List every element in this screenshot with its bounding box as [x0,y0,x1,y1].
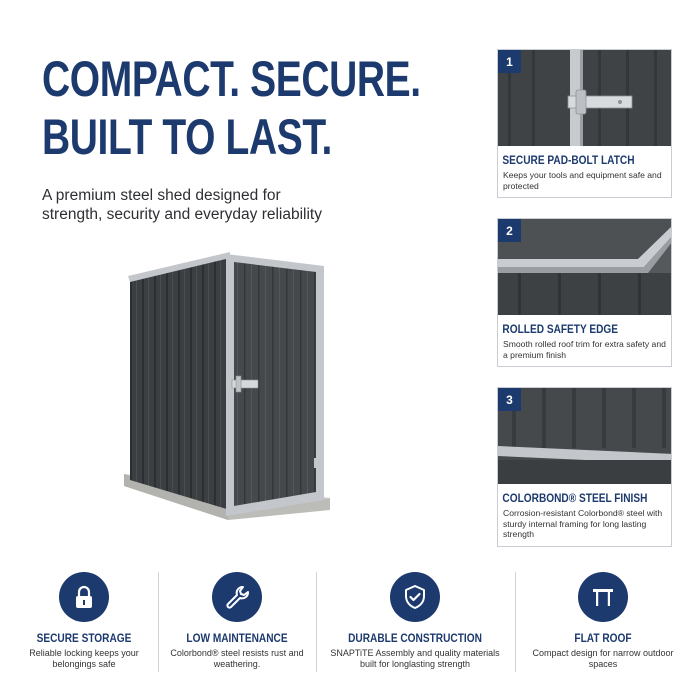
pad-bolt-latch-photo: 1 [498,50,671,146]
feature-description: SNAPTiTE Assembly and quality materials … [330,648,500,669]
feature-title: Durable Construction [348,633,482,645]
card-number-badge: 2 [498,219,521,242]
feature-flat-roof: Flat Roof Compact design for narrow outd… [528,572,678,669]
card-number-badge: 1 [498,50,521,73]
feature-card-2: 2 Rolled Safety Edge Smooth rolled roof … [497,218,672,367]
subheadline: A premium steel shed designed for streng… [42,186,462,224]
feature-description: Reliable locking keeps your belongings s… [29,648,139,669]
steel-panel-photo: 3 [498,388,671,484]
feature-card-1: 1 Secure Pad-Bolt Latch Keeps your tools… [497,49,672,198]
card-number-badge: 3 [498,388,521,411]
card-description: Smooth rolled roof trim for extra safety… [503,339,666,360]
feature-divider [515,572,516,672]
feature-low-maintenance: Low Maintenance Colorbond® steel resists… [166,572,308,669]
card-title: Colorbond® Steel Finish [502,493,648,505]
wrench-icon [212,572,262,622]
shed-image [118,248,338,548]
feature-description: Compact design for narrow outdoor spaces [532,648,674,669]
feature-title: Low Maintenance [186,633,288,645]
headline-line-2: BUILT TO LAST. [42,109,332,165]
feature-durable-construction: Durable Construction SNAPTiTE Assembly a… [322,572,508,669]
subheadline-line-1: A premium steel shed designed for [42,187,281,204]
feature-title: Secure Storage [36,633,132,645]
subheadline-line-2: strength, security and everyday reliabil… [42,206,322,223]
feature-card-3: 3 Colorbond® Steel Finish Corrosion-resi… [497,387,672,547]
feature-divider [158,572,159,672]
rolled-edge-photo: 2 [498,219,671,315]
shield-check-icon [390,572,440,622]
padlock-icon [59,572,109,622]
card-title: Secure Pad-Bolt Latch [502,155,635,167]
feature-secure-storage: Secure Storage Reliable locking keeps yo… [14,572,154,669]
feature-divider [316,572,317,672]
card-title: Rolled Safety Edge [502,324,619,336]
headline: COMPACT. SECURE. BUILT TO LAST. [42,50,472,166]
card-description: Corrosion-resistant Colorbond® steel wit… [503,508,663,539]
feature-description: Colorbond® steel resists rust and weathe… [170,648,304,669]
headline-line-1: COMPACT. SECURE. [42,51,421,107]
card-description: Keeps your tools and equipment safe and … [503,170,662,191]
flat-roof-icon [578,572,628,622]
feature-title: Flat Roof [574,633,632,645]
